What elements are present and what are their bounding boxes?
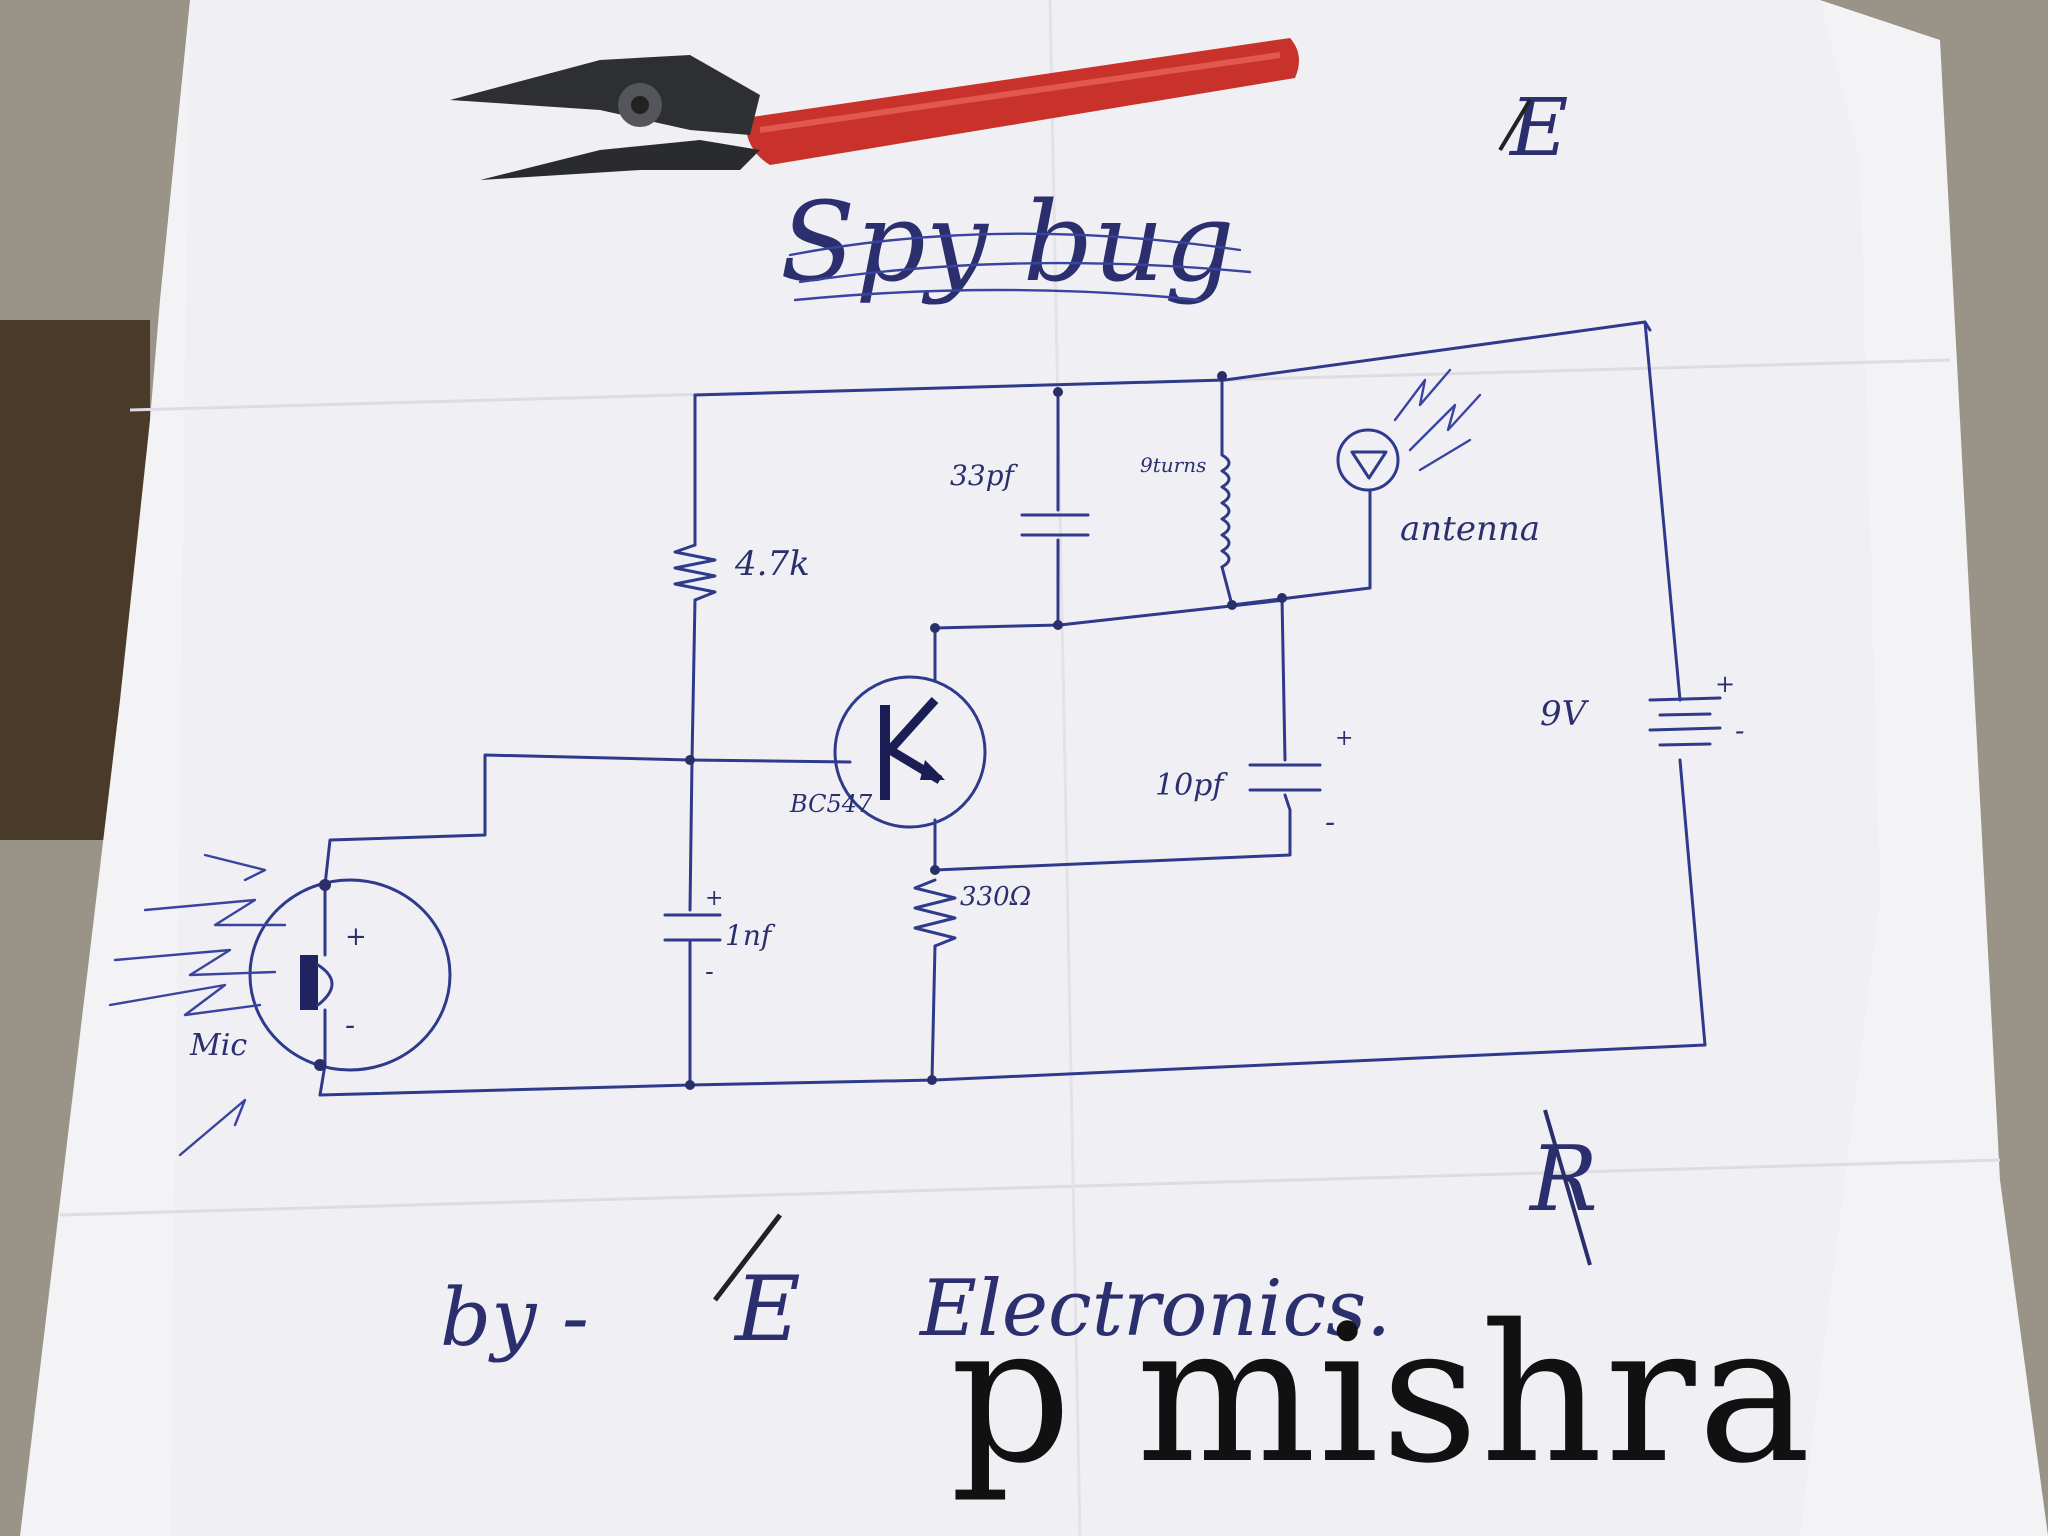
label-cap-10pf: 10pf <box>1155 768 1228 803</box>
polarity-plus: + <box>1715 670 1735 698</box>
wire-mic-top <box>323 753 692 887</box>
wire-base <box>688 758 852 764</box>
title-strike <box>793 288 1202 302</box>
sound-wave <box>108 983 262 1017</box>
wire-right-rail <box>1643 320 1682 702</box>
polarity-minus: - <box>345 1008 355 1043</box>
label-transistor: BC547 <box>789 790 873 818</box>
logo-mark: E <box>1508 81 1568 174</box>
signature: R <box>1528 1109 1598 1266</box>
footer-by: by - <box>440 1271 589 1364</box>
wire-collector <box>933 598 1287 682</box>
polarity-plus: + <box>1335 726 1353 751</box>
polarity-minus: - <box>705 957 714 987</box>
wire-emitter-feedback <box>933 808 1292 872</box>
sound-wave <box>113 948 277 977</box>
signal-wave <box>1393 368 1452 422</box>
resistor-330-symbol <box>913 878 957 948</box>
label-resistor-330: 330Ω <box>960 882 1031 912</box>
pliers-image <box>450 38 1299 180</box>
inductor-coil-symbol <box>1220 453 1231 569</box>
label-resistor-4k7: 4.7k <box>734 544 810 584</box>
label-antenna: antenna <box>1400 509 1540 549</box>
label-cap-33pf: 33pf <box>950 459 1019 492</box>
wire-top-rail <box>693 320 1652 397</box>
label-inductor: 9turns <box>1140 453 1206 477</box>
svg-text:R: R <box>1528 1127 1598 1232</box>
circuit-schematic: 4.7k 33pf 9turns antenna BC547 10pf 9V 1… <box>108 320 1744 1157</box>
label-mic: Mic <box>189 1028 247 1063</box>
title-strike <box>798 261 1252 284</box>
polarity-minus: - <box>1735 714 1744 747</box>
fold-line <box>59 1158 2001 1217</box>
footer-brand-mark: E <box>733 1257 801 1362</box>
polarity-minus: - <box>1325 805 1335 840</box>
sound-wave <box>143 898 287 927</box>
wire-right-rail-lower <box>1678 758 1707 1047</box>
wire-bottom-rail <box>318 1043 1707 1097</box>
transistor-body <box>833 675 987 829</box>
label-battery: 9V <box>1540 694 1590 734</box>
polarity-plus: + <box>705 886 723 911</box>
title-strike <box>788 232 1242 257</box>
mic-circle <box>248 878 452 1072</box>
antenna-symbol <box>1336 428 1400 492</box>
signal-wave <box>1408 393 1482 452</box>
polarity-plus: + <box>345 922 367 952</box>
battery-plate <box>1648 696 1722 702</box>
fold-line <box>1048 0 1082 1536</box>
title-text: Spy bug <box>780 178 1235 306</box>
resistor-4k7-symbol <box>673 543 717 602</box>
watermark-text: p mishra <box>950 1284 1813 1505</box>
label-cap-1nf: 1nf <box>725 919 776 952</box>
footer-brand-text: Electronics. <box>918 1264 1391 1354</box>
